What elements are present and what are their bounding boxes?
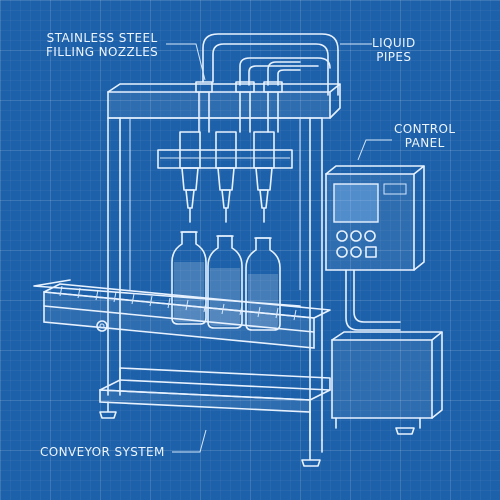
label-control-panel-line2: PANEL (404, 136, 445, 150)
label-control-panel-line1: CONTROL (394, 122, 456, 136)
label-control-panel: CONTROL PANEL (394, 122, 455, 150)
label-liquid-pipes: LIQUID PIPES (372, 36, 416, 64)
label-conveyor-system-text: CONVEYOR SYSTEM (40, 445, 165, 459)
label-filling-nozzles-line2: FILLING NOZZLES (46, 45, 159, 59)
label-liquid-pipes-line2: PIPES (376, 50, 412, 64)
liquid-pipes (202, 33, 339, 96)
label-filling-nozzles-line1: STAINLESS STEEL (46, 31, 158, 45)
machine-frame (107, 83, 341, 441)
control-panel (325, 165, 443, 435)
conveyor-belt (33, 279, 331, 349)
label-filling-nozzles: STAINLESS STEEL FILLING NOZZLES (46, 31, 158, 59)
label-liquid-pipes-line1: LIQUID (372, 36, 416, 50)
label-conveyor-system: CONVEYOR SYSTEM (40, 445, 165, 459)
filling-nozzles (157, 81, 293, 223)
leader-lines (166, 43, 392, 453)
base-frame (99, 367, 331, 467)
